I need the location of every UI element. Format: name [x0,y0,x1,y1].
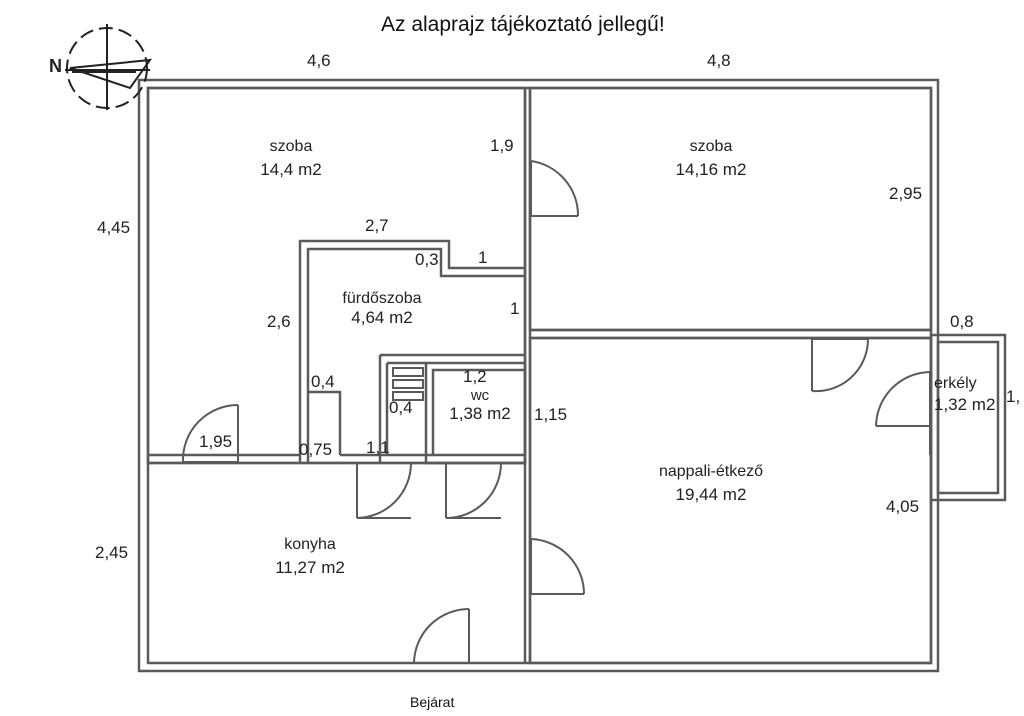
room-area: 4,64 m2 [351,308,413,327]
dim-bath-step-width: 1 [478,248,488,267]
room-name: wc [470,387,490,404]
wall-szoba-right [528,86,933,332]
dim-balcony-depth: 1, [1006,387,1021,406]
compass-letter: N [49,56,62,76]
dim-door-075: 0,75 [299,440,333,459]
wall-bathroom [298,239,525,455]
room-area: 19,44 m2 [675,485,747,504]
dim-wc-inner-04: 0,4 [389,398,413,417]
room-area: 11,27 m2 [275,558,345,577]
dim-right-room-height: 2,95 [889,184,923,203]
dim-bath-inner-04: 0,4 [311,372,335,391]
room-area: 14,16 m2 [675,160,747,179]
door-living [530,538,585,595]
door-wc [445,462,502,519]
door-balcony [875,371,931,455]
room-name: szoba [269,138,313,155]
door-bathroom [356,462,412,519]
room-szoba-left: szoba 14,4 m2 [246,138,336,179]
door-szoba-right [530,160,580,217]
door-living-top [811,338,870,393]
room-area: 1,38 m2 [449,404,511,423]
dim-bath-step: 0,3 [415,250,439,269]
room-name: szoba [689,138,733,155]
room-name: fürdőszoba [342,290,422,307]
dim-bath-right: 1 [510,299,520,318]
room-area: 1,32 m2 [934,395,996,414]
dim-bath-left: 2,6 [267,312,291,331]
room-wc: wc 1,38 m2 [436,388,524,422]
dim-top-left-width: 4,6 [307,51,331,70]
room-name: erkély [934,375,977,392]
wall-balcony [929,333,1007,502]
room-nappali: nappali-étkező 19,44 m2 [641,463,781,504]
dim-living-height: 4,05 [886,497,920,516]
dim-top-right-width: 4,8 [707,51,731,70]
room-name: nappali-étkező [658,463,764,480]
door-entrance [413,608,470,664]
dim-door-11: 1,1 [366,438,390,457]
dim-wc-width: 1,2 [463,367,487,386]
door-szoba-left [181,404,239,463]
room-szoba-right: szoba 14,16 m2 [659,138,763,179]
dim-door-195: 1,95 [199,432,233,451]
room-furdoszoba: fürdőszoba 4,64 m2 [330,290,434,327]
dim-kitchen-height: 2,45 [95,543,129,562]
dim-wc-side: 1,15 [534,405,568,424]
dim-left-room-height: 4,45 [97,218,131,237]
room-area: 14,4 m2 [260,160,322,179]
dim-door-19: 1,9 [490,136,514,155]
room-erkely: erkély 1,32 m2 [934,375,1010,414]
dim-balcony-width: 0,8 [950,312,974,331]
compass-icon [65,24,153,110]
dim-bath-top: 2,7 [365,216,389,235]
entrance-label: Bejárat [410,694,455,710]
room-name: konyha [284,536,336,553]
stairs-icon [392,367,424,401]
plan-title: Az alaprajz tájékoztató jellegű! [381,13,665,36]
room-konyha: konyha 11,27 m2 [255,536,365,577]
